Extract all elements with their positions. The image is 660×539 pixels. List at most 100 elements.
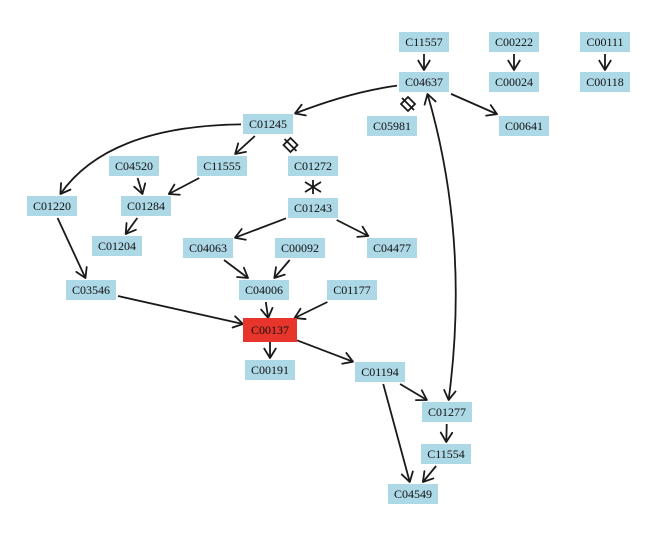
node-C04520: C04520 xyxy=(109,156,159,176)
node-C04637: C04637 xyxy=(399,72,449,92)
node-box xyxy=(183,238,233,258)
edge-C01220-C03546 xyxy=(56,217,88,279)
edge-line xyxy=(273,259,291,279)
edge-C11555-C01284 xyxy=(167,177,200,196)
edges-layer xyxy=(56,54,612,483)
edge-C04520-C01284 xyxy=(133,177,147,195)
node-C03546: C03546 xyxy=(66,280,116,300)
node-box xyxy=(239,280,289,300)
node-C01177: C01177 xyxy=(327,280,377,300)
arrowhead-icon xyxy=(400,470,414,483)
edge-C03546-C00137 xyxy=(117,295,244,329)
node-C00118: C00118 xyxy=(580,72,630,92)
node-label: C04477 xyxy=(373,241,411,255)
node-C00024: C00024 xyxy=(489,72,539,92)
edge-line xyxy=(294,301,328,319)
node-label: C04006 xyxy=(245,283,283,297)
node-C11554: C11554 xyxy=(421,444,471,464)
node-label: C00024 xyxy=(495,75,533,89)
arrowhead-icon xyxy=(294,103,307,117)
node-box xyxy=(66,280,116,300)
edge-line xyxy=(234,217,287,239)
node-box xyxy=(121,196,171,216)
node-box xyxy=(288,198,338,218)
edge-line xyxy=(296,339,354,363)
edge-line xyxy=(426,93,457,401)
edge-line xyxy=(399,383,428,401)
arrowhead-icon xyxy=(439,431,454,443)
arrowhead-icon xyxy=(423,93,437,106)
node-C01245: C01245 xyxy=(243,114,293,134)
node-box xyxy=(245,360,295,380)
node-label: C11555 xyxy=(203,159,241,173)
edge-C00137-C00191 xyxy=(263,342,277,359)
arrowhead-icon xyxy=(485,104,498,117)
node-C01243: C01243 xyxy=(288,198,338,218)
node-C01220: C01220 xyxy=(27,196,77,216)
edge-line xyxy=(264,301,270,319)
node-box xyxy=(243,114,293,134)
node-label: C01277 xyxy=(428,405,466,419)
arrowhead-icon xyxy=(234,142,247,155)
node-box xyxy=(367,238,417,258)
node-label: C04549 xyxy=(394,487,432,501)
edge-C04006-C00137 xyxy=(260,301,274,319)
node-C01277: C01277 xyxy=(422,402,472,422)
edge-line xyxy=(168,177,200,195)
arrowhead-icon xyxy=(75,266,88,279)
node-box xyxy=(399,72,449,92)
edge-line xyxy=(450,93,498,115)
edge-C01243-C04477 xyxy=(336,219,370,238)
node-C00641: C00641 xyxy=(499,116,549,136)
arrowhead-icon xyxy=(59,182,72,195)
node-box xyxy=(399,32,449,52)
edge-C11554-C04549 xyxy=(422,465,437,483)
node-box xyxy=(288,156,338,176)
arrowhead-icon xyxy=(422,470,435,483)
node-box xyxy=(388,484,438,504)
node-label: C00092 xyxy=(281,241,319,255)
node-label: C01272 xyxy=(294,159,332,173)
arrowhead-icon xyxy=(443,389,457,401)
node-C00111: C00111 xyxy=(580,32,630,52)
node-label: C05981 xyxy=(373,119,411,133)
diamond-symbol xyxy=(282,136,299,154)
arrowhead-icon xyxy=(356,225,370,238)
edge-C01284-C01204 xyxy=(124,217,139,235)
node-C04477: C04477 xyxy=(367,238,417,258)
arrowhead-icon xyxy=(236,266,249,279)
edge-line xyxy=(124,217,139,235)
edge-C01245-C01272 xyxy=(282,136,299,154)
node-box xyxy=(275,238,325,258)
edge-line xyxy=(59,123,242,195)
node-C11557: C11557 xyxy=(399,32,449,52)
edge-C04637-C00641 xyxy=(450,93,498,117)
node-label: C00118 xyxy=(586,75,624,89)
edge-C01272-C01243 xyxy=(304,180,322,194)
node-label: C01204 xyxy=(98,239,136,253)
node-box xyxy=(489,72,539,92)
edge-C04063-C04006 xyxy=(223,259,249,279)
node-C01272: C01272 xyxy=(288,156,338,176)
node-box xyxy=(580,72,630,92)
node-label: C04063 xyxy=(189,241,227,255)
crossed-symbol xyxy=(304,180,322,194)
diamond-symbol xyxy=(399,95,417,113)
node-C04549: C04549 xyxy=(388,484,438,504)
node-label: C11557 xyxy=(405,35,443,49)
node-box xyxy=(197,156,247,176)
edge-C11557-C04637 xyxy=(417,54,431,71)
arrowhead-icon xyxy=(415,389,428,402)
edge-line xyxy=(294,84,398,115)
node-C01284: C01284 xyxy=(121,196,171,216)
edge-line xyxy=(223,259,249,279)
node-label: C03546 xyxy=(72,283,110,297)
edge-C00222-C00024 xyxy=(507,54,521,71)
node-box xyxy=(327,280,377,300)
node-C04063: C04063 xyxy=(183,238,233,258)
node-box xyxy=(489,32,539,52)
node-C00191: C00191 xyxy=(245,360,295,380)
edge-C04637-C01277 xyxy=(423,93,457,401)
edge-line xyxy=(117,295,244,325)
